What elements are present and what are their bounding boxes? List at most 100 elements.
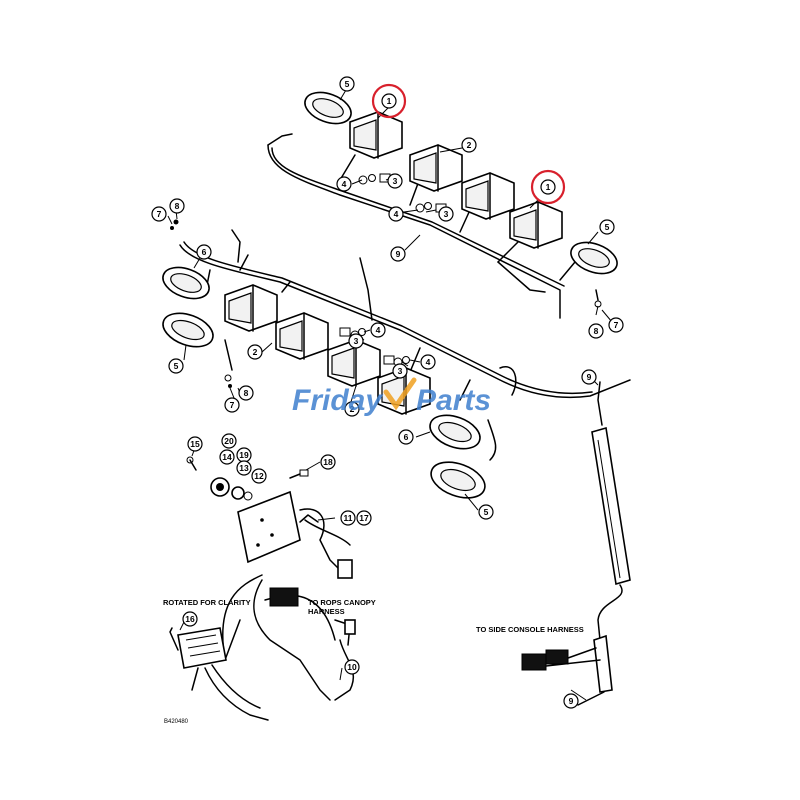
middle-harness <box>179 229 631 461</box>
callout-13: 13 <box>236 460 252 476</box>
callout-5: 5 <box>599 219 615 235</box>
middle-work-lamp-1 <box>224 284 278 332</box>
upper-work-lamp-1 <box>349 111 403 159</box>
callout-1-upper-right: 1 <box>540 179 556 195</box>
callout-2: 2 <box>344 401 360 417</box>
svg-text:8: 8 <box>594 326 599 336</box>
svg-text:11: 11 <box>344 513 353 523</box>
callout-17: 17 <box>356 510 372 526</box>
svg-text:9: 9 <box>569 696 574 706</box>
watermark-word-1: Friday <box>292 384 383 417</box>
callout-8: 8 <box>588 323 604 339</box>
callout-11: 11 <box>340 510 356 526</box>
svg-text:8: 8 <box>175 201 180 211</box>
middle-side-lamp-right-1 <box>429 414 481 450</box>
svg-text:7: 7 <box>157 209 162 219</box>
rops-harness <box>222 574 356 701</box>
callout-20: 20 <box>221 433 237 449</box>
highlight-circle-right <box>530 169 566 205</box>
rops-canopy-label-line2: HARNESS <box>308 607 345 616</box>
callout-3: 3 <box>392 363 408 379</box>
callout-7: 7 <box>224 397 240 413</box>
svg-text:4: 4 <box>376 325 381 335</box>
middle-side-lamp-left-1 <box>162 266 210 300</box>
svg-text:18: 18 <box>323 457 333 467</box>
middle-work-lamp-2 <box>275 312 329 360</box>
callout-6: 6 <box>398 429 414 445</box>
svg-text:1: 1 <box>546 182 551 192</box>
callout-5: 5 <box>478 504 494 520</box>
callout-2: 2 <box>461 137 477 153</box>
callout-12: 12 <box>251 468 267 484</box>
switch-assembly <box>186 456 353 579</box>
callout-7: 7 <box>608 317 624 333</box>
callout-14: 14 <box>219 449 235 465</box>
console-harness-strip <box>577 426 631 706</box>
highlight-circle-left <box>371 83 407 119</box>
svg-text:4: 4 <box>394 209 399 219</box>
side-console-connector <box>521 647 601 671</box>
svg-text:10: 10 <box>347 662 357 672</box>
svg-text:4: 4 <box>426 357 431 367</box>
svg-text:16: 16 <box>185 614 195 624</box>
callout-4: 4 <box>336 176 352 192</box>
svg-text:12: 12 <box>254 471 264 481</box>
callout-3: 3 <box>387 173 403 189</box>
callout-3: 3 <box>348 333 364 349</box>
side-console-label: TO SIDE CONSOLE HARNESS <box>476 625 584 634</box>
middle-side-lamp-left-2 <box>162 312 214 348</box>
svg-text:3: 3 <box>444 209 449 219</box>
callout-9: 9 <box>581 369 597 385</box>
upper-side-lamp-left <box>304 91 352 125</box>
watermark-word-2: Parts <box>416 384 491 417</box>
svg-text:13: 13 <box>239 463 249 473</box>
svg-text:14: 14 <box>222 452 232 462</box>
svg-text:19: 19 <box>239 450 249 460</box>
callout-6: 6 <box>196 244 212 260</box>
middle-side-lamp-right-2 <box>430 461 486 499</box>
svg-text:9: 9 <box>587 372 592 382</box>
callout-19: 19 <box>236 447 252 463</box>
svg-text:5: 5 <box>345 79 350 89</box>
svg-text:2: 2 <box>350 404 355 414</box>
callout-4: 4 <box>420 354 436 370</box>
svg-text:7: 7 <box>230 400 235 410</box>
svg-text:8: 8 <box>244 388 249 398</box>
callout-5: 5 <box>168 358 184 374</box>
svg-text:3: 3 <box>354 336 359 346</box>
upper-work-lamp-3 <box>461 172 515 220</box>
callouts: 5 1 2 4 3 1 4 3 9 5 8 7 7 8 6 5 3 4 2 3 … <box>151 76 624 709</box>
svg-text:6: 6 <box>404 432 409 442</box>
svg-text:2: 2 <box>467 140 472 150</box>
upper-work-lamp-4 <box>509 201 563 249</box>
callout-9: 9 <box>390 246 406 262</box>
svg-text:5: 5 <box>484 507 489 517</box>
svg-text:3: 3 <box>393 176 398 186</box>
text-labels: ROTATED FOR CLARITY TO ROPS CANOPY HARNE… <box>163 598 584 725</box>
callout-16: 16 <box>182 611 198 627</box>
callout-18: 18 <box>320 454 336 470</box>
rotated-connector <box>169 627 269 721</box>
highlight-marks <box>371 83 566 205</box>
upper-work-lamp-2 <box>409 144 463 192</box>
upper-side-lamp-right <box>570 241 618 275</box>
svg-text:5: 5 <box>605 222 610 232</box>
callout-7: 7 <box>151 206 167 222</box>
callout-8: 8 <box>169 198 185 214</box>
svg-text:4: 4 <box>342 179 347 189</box>
callout-8: 8 <box>238 385 254 401</box>
svg-text:6: 6 <box>202 247 207 257</box>
svg-text:17: 17 <box>359 513 369 523</box>
middle-work-lamp-3 <box>327 339 381 387</box>
checkmark-icon <box>383 377 417 411</box>
svg-text:20: 20 <box>224 436 234 446</box>
svg-text:5: 5 <box>174 361 179 371</box>
rotated-for-clarity-label: ROTATED FOR CLARITY <box>163 598 251 607</box>
rops-canopy-label-line1: TO ROPS CANOPY <box>308 598 376 607</box>
svg-text:15: 15 <box>190 439 200 449</box>
figure-reference: B420480 <box>164 719 189 725</box>
callout-10: 10 <box>344 659 360 675</box>
watermark-logo: Friday Parts <box>292 377 491 417</box>
